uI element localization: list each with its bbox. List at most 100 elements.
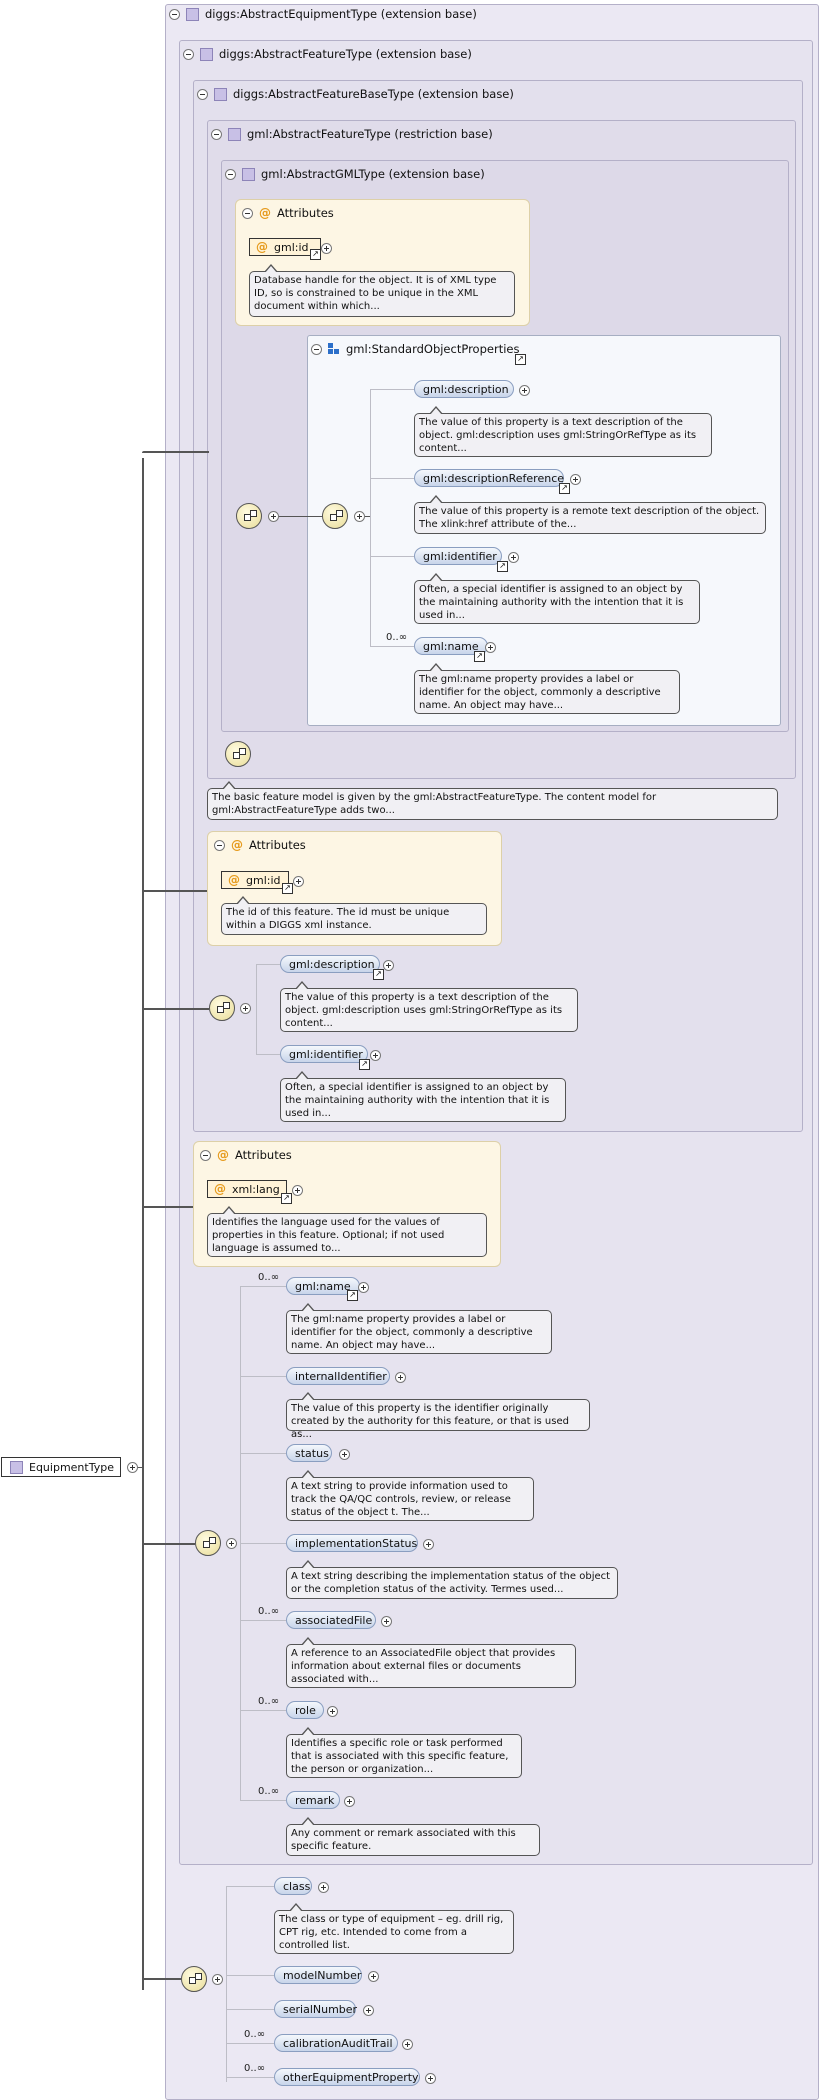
element-implementation-status[interactable]: implementationStatus <box>286 1534 418 1552</box>
expand-icon[interactable] <box>318 1882 329 1893</box>
connector <box>256 964 257 1054</box>
connector <box>370 478 414 479</box>
expand-icon[interactable] <box>358 1282 369 1293</box>
element-gml-name[interactable]: gml:name <box>414 637 488 655</box>
attribute-label: gml:id <box>246 873 281 887</box>
element-internal-identifier[interactable]: internalIdentifier <box>286 1367 390 1385</box>
collapse-icon[interactable] <box>268 511 279 522</box>
element-gml-description[interactable]: gml:description <box>280 955 380 973</box>
abstract-feature-header[interactable]: diggs:AbstractFeatureType (extension bas… <box>183 47 472 61</box>
collapse-icon[interactable] <box>127 1462 138 1473</box>
standard-object-properties-header[interactable]: gml:StandardObjectProperties <box>311 342 519 356</box>
connector <box>226 2009 274 2010</box>
attribute-xml-lang[interactable]: @ xml:lang <box>207 1180 287 1198</box>
element-gml-name[interactable]: gml:name <box>286 1277 360 1295</box>
collapse-icon[interactable] <box>200 1149 211 1161</box>
element-role[interactable]: role <box>286 1701 324 1719</box>
link-arrow-icon[interactable]: ↗ <box>359 1059 370 1070</box>
link-arrow-icon[interactable]: ↗ <box>559 483 570 494</box>
element-other-equipment-property[interactable]: otherEquipmentProperty <box>274 2068 420 2086</box>
attribute-gml-id[interactable]: @gml:id <box>221 871 289 889</box>
multiplicity-label: 0..∞ <box>258 1786 280 1797</box>
complex-type-icon <box>242 167 255 181</box>
element-status[interactable]: status <box>286 1444 332 1462</box>
attribute-gml-id[interactable]: @gml:id <box>249 238 321 256</box>
connector <box>144 1206 193 1208</box>
collapse-icon[interactable] <box>242 207 253 219</box>
sequence-icon[interactable] <box>195 1530 221 1556</box>
connector <box>144 1978 181 1980</box>
link-arrow-icon[interactable]: ↗ <box>310 249 321 260</box>
element-model-number[interactable]: modelNumber <box>274 1966 362 1984</box>
expand-icon[interactable] <box>402 2039 413 2050</box>
expand-icon[interactable] <box>292 1185 303 1196</box>
root-element-equipment-type[interactable]: EquipmentType <box>1 1457 121 1477</box>
gml-abstract-feature-header[interactable]: gml:AbstractFeatureType (restriction bas… <box>211 127 493 141</box>
link-arrow-icon[interactable]: ↗ <box>282 883 293 894</box>
expand-icon[interactable] <box>363 2005 374 2016</box>
element-gml-description[interactable]: gml:description <box>414 380 514 398</box>
link-arrow-icon[interactable]: ↗ <box>347 1290 358 1301</box>
expand-icon[interactable] <box>383 960 394 971</box>
connector <box>144 451 209 453</box>
trunk-line <box>142 458 144 1990</box>
expand-icon[interactable] <box>321 243 332 254</box>
link-arrow-icon[interactable]: ↗ <box>474 651 485 662</box>
gml-abstract-gml-header[interactable]: gml:AbstractGMLType (extension base) <box>225 167 485 181</box>
expand-icon[interactable] <box>293 876 304 887</box>
complex-type-icon <box>10 1460 23 1474</box>
element-gml-identifier[interactable]: gml:identifier <box>280 1045 368 1063</box>
abstract-feature-label: diggs:AbstractFeatureType (extension bas… <box>219 47 472 61</box>
sequence-icon[interactable] <box>209 995 235 1021</box>
gml-abstract-feature-label: gml:AbstractFeatureType (restriction bas… <box>247 127 493 141</box>
element-gml-identifier[interactable]: gml:identifier <box>414 547 502 565</box>
expand-icon[interactable] <box>381 1616 392 1627</box>
element-serial-number[interactable]: serialNumber <box>274 2000 357 2018</box>
sequence-icon[interactable] <box>225 741 251 767</box>
link-arrow-icon[interactable]: ↗ <box>373 969 384 980</box>
collapse-icon[interactable] <box>311 343 322 355</box>
element-associated-file[interactable]: associatedFile <box>286 1611 376 1629</box>
element-calibration-audit-trail[interactable]: calibrationAuditTrail <box>274 2034 398 2052</box>
attribute-icon: @ <box>214 1182 226 1196</box>
expand-icon[interactable] <box>423 1539 434 1550</box>
sequence-icon[interactable] <box>181 1966 207 1992</box>
collapse-icon[interactable] <box>197 88 208 100</box>
expand-icon[interactable] <box>327 1706 338 1717</box>
element-class[interactable]: class <box>274 1877 312 1895</box>
abstract-feature-base-header[interactable]: diggs:AbstractFeatureBaseType (extension… <box>197 87 514 101</box>
sequence-icon[interactable] <box>322 503 348 529</box>
element-doc-note: Often, a special identifier is assigned … <box>414 573 700 624</box>
expand-icon[interactable] <box>508 552 519 563</box>
abstract-feature-base-label: diggs:AbstractFeatureBaseType (extension… <box>233 87 514 101</box>
expand-icon[interactable] <box>344 1796 355 1807</box>
link-arrow-icon[interactable]: ↗ <box>497 561 508 572</box>
collapse-icon[interactable] <box>225 168 236 180</box>
expand-icon[interactable] <box>370 1050 381 1061</box>
collapse-icon[interactable] <box>183 48 194 60</box>
link-arrow-icon[interactable]: ↗ <box>515 354 526 365</box>
element-remark[interactable]: remark <box>286 1791 340 1809</box>
expand-icon[interactable] <box>425 2073 436 2084</box>
expand-icon[interactable] <box>485 642 496 653</box>
expand-icon[interactable] <box>368 1971 379 1982</box>
expand-icon[interactable] <box>519 385 530 396</box>
expand-icon[interactable] <box>339 1449 350 1460</box>
abstract-equipment-header[interactable]: diggs:AbstractEquipmentType (extension b… <box>169 7 477 21</box>
collapse-icon[interactable] <box>211 128 222 140</box>
sequence-icon[interactable] <box>236 503 262 529</box>
collapse-icon[interactable] <box>169 8 180 20</box>
collapse-icon[interactable] <box>226 1538 237 1549</box>
collapse-icon[interactable] <box>214 839 225 851</box>
expand-icon[interactable] <box>395 1372 406 1383</box>
element-gml-description-reference[interactable]: gml:descriptionReference <box>414 469 564 487</box>
attributes-title: Attributes <box>249 838 306 852</box>
expand-icon[interactable] <box>570 474 581 485</box>
element-doc-note: The gml:name property provides a label o… <box>414 663 680 714</box>
collapse-icon[interactable] <box>212 1974 223 1985</box>
collapse-icon[interactable] <box>240 1003 251 1014</box>
group-icon <box>328 343 340 355</box>
link-arrow-icon[interactable]: ↗ <box>281 1193 292 1204</box>
collapse-icon[interactable] <box>354 511 365 522</box>
attribute-label: xml:lang <box>232 1182 280 1196</box>
